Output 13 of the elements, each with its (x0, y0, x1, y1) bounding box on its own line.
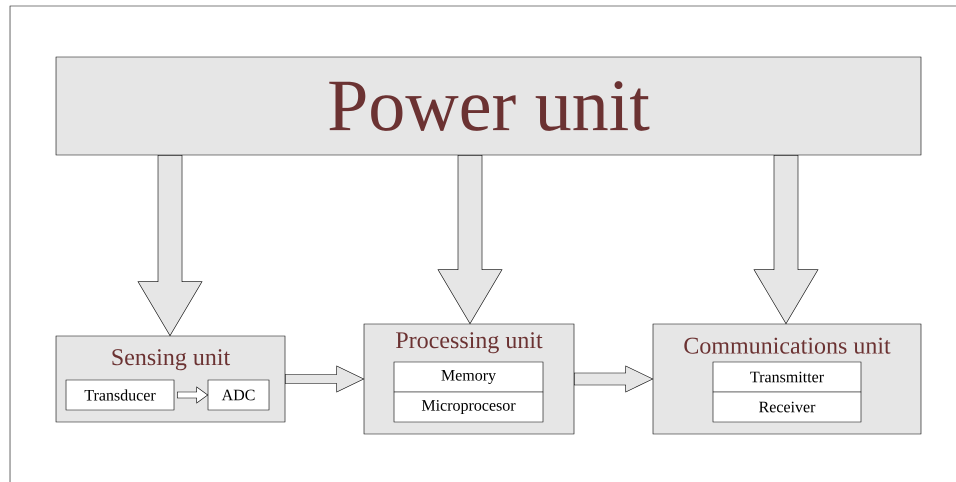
component-box: Receiver (712, 392, 862, 422)
component-box: ADC (208, 380, 270, 410)
component-box: Memory (394, 362, 544, 392)
block-arrow (285, 366, 364, 392)
block-arrow (753, 155, 819, 324)
block-arrow (137, 155, 203, 336)
component-box: Microprocesor (394, 392, 544, 422)
component-box: Transducer (66, 380, 174, 410)
component-box: Transmitter (712, 362, 862, 392)
block-arrow (177, 386, 208, 404)
block-arrow (437, 155, 503, 324)
block-arrow (574, 366, 654, 392)
unit-box: Power unit (56, 56, 922, 156)
